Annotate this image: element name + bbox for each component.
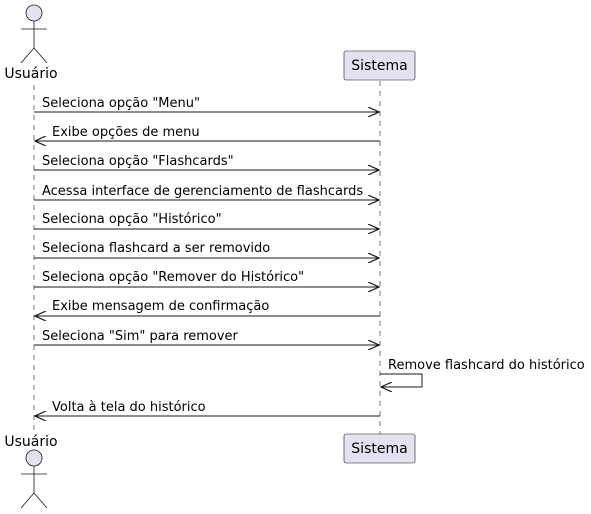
message: Seleciona opção "Flashcards" (34, 154, 379, 170)
system-box-top: Sistema (343, 50, 416, 81)
message-label: Seleciona opção "Histórico" (42, 212, 222, 227)
message-label: Remove flashcard do histórico (388, 358, 585, 373)
message-label: Seleciona opção "Remover do Histórico" (42, 270, 304, 285)
message-label: Seleciona flashcard a ser removido (42, 241, 270, 256)
system-label-bottom: Sistema (351, 441, 407, 457)
message: Seleciona opção "Remover do Histórico" (34, 270, 379, 287)
message-label: Volta à tela do histórico (52, 400, 206, 415)
message: Seleciona flashcard a ser removido (34, 241, 379, 258)
actor-bottom: Usuário (4, 434, 58, 509)
message: Volta à tela do histórico (35, 400, 380, 416)
message: Seleciona opção "Histórico" (34, 212, 379, 229)
message-label: Seleciona opção "Menu" (42, 96, 200, 111)
message-label: Seleciona "Sim" para remover (42, 329, 239, 344)
message-label: Exibe mensagem de confirmação (52, 299, 269, 314)
actor-stick-figure-icon (20, 4, 48, 64)
actor-label-top: Usuário (4, 66, 57, 82)
message: Exibe mensagem de confirmação (35, 299, 380, 316)
system-label-top: Sistema (351, 58, 407, 74)
self-message: Remove flashcard do histórico (380, 358, 585, 387)
system-box-bottom: Sistema (343, 433, 416, 464)
message: Exibe opções de menu (35, 125, 380, 141)
message: Acessa interface de gerenciamento de fla… (34, 184, 379, 200)
self-message-arrow (380, 373, 423, 387)
message-label: Acessa interface de gerenciamento de fla… (42, 184, 363, 199)
message-label: Exibe opções de menu (52, 125, 200, 140)
actor-stick-figure-icon (20, 449, 48, 509)
actor-top: Usuário (4, 4, 58, 82)
message: Seleciona opção "Menu" (34, 96, 379, 112)
message: Seleciona "Sim" para remover (34, 329, 379, 345)
actor-label-bottom: Usuário (4, 434, 57, 450)
message-label: Seleciona opção "Flashcards" (42, 154, 234, 169)
